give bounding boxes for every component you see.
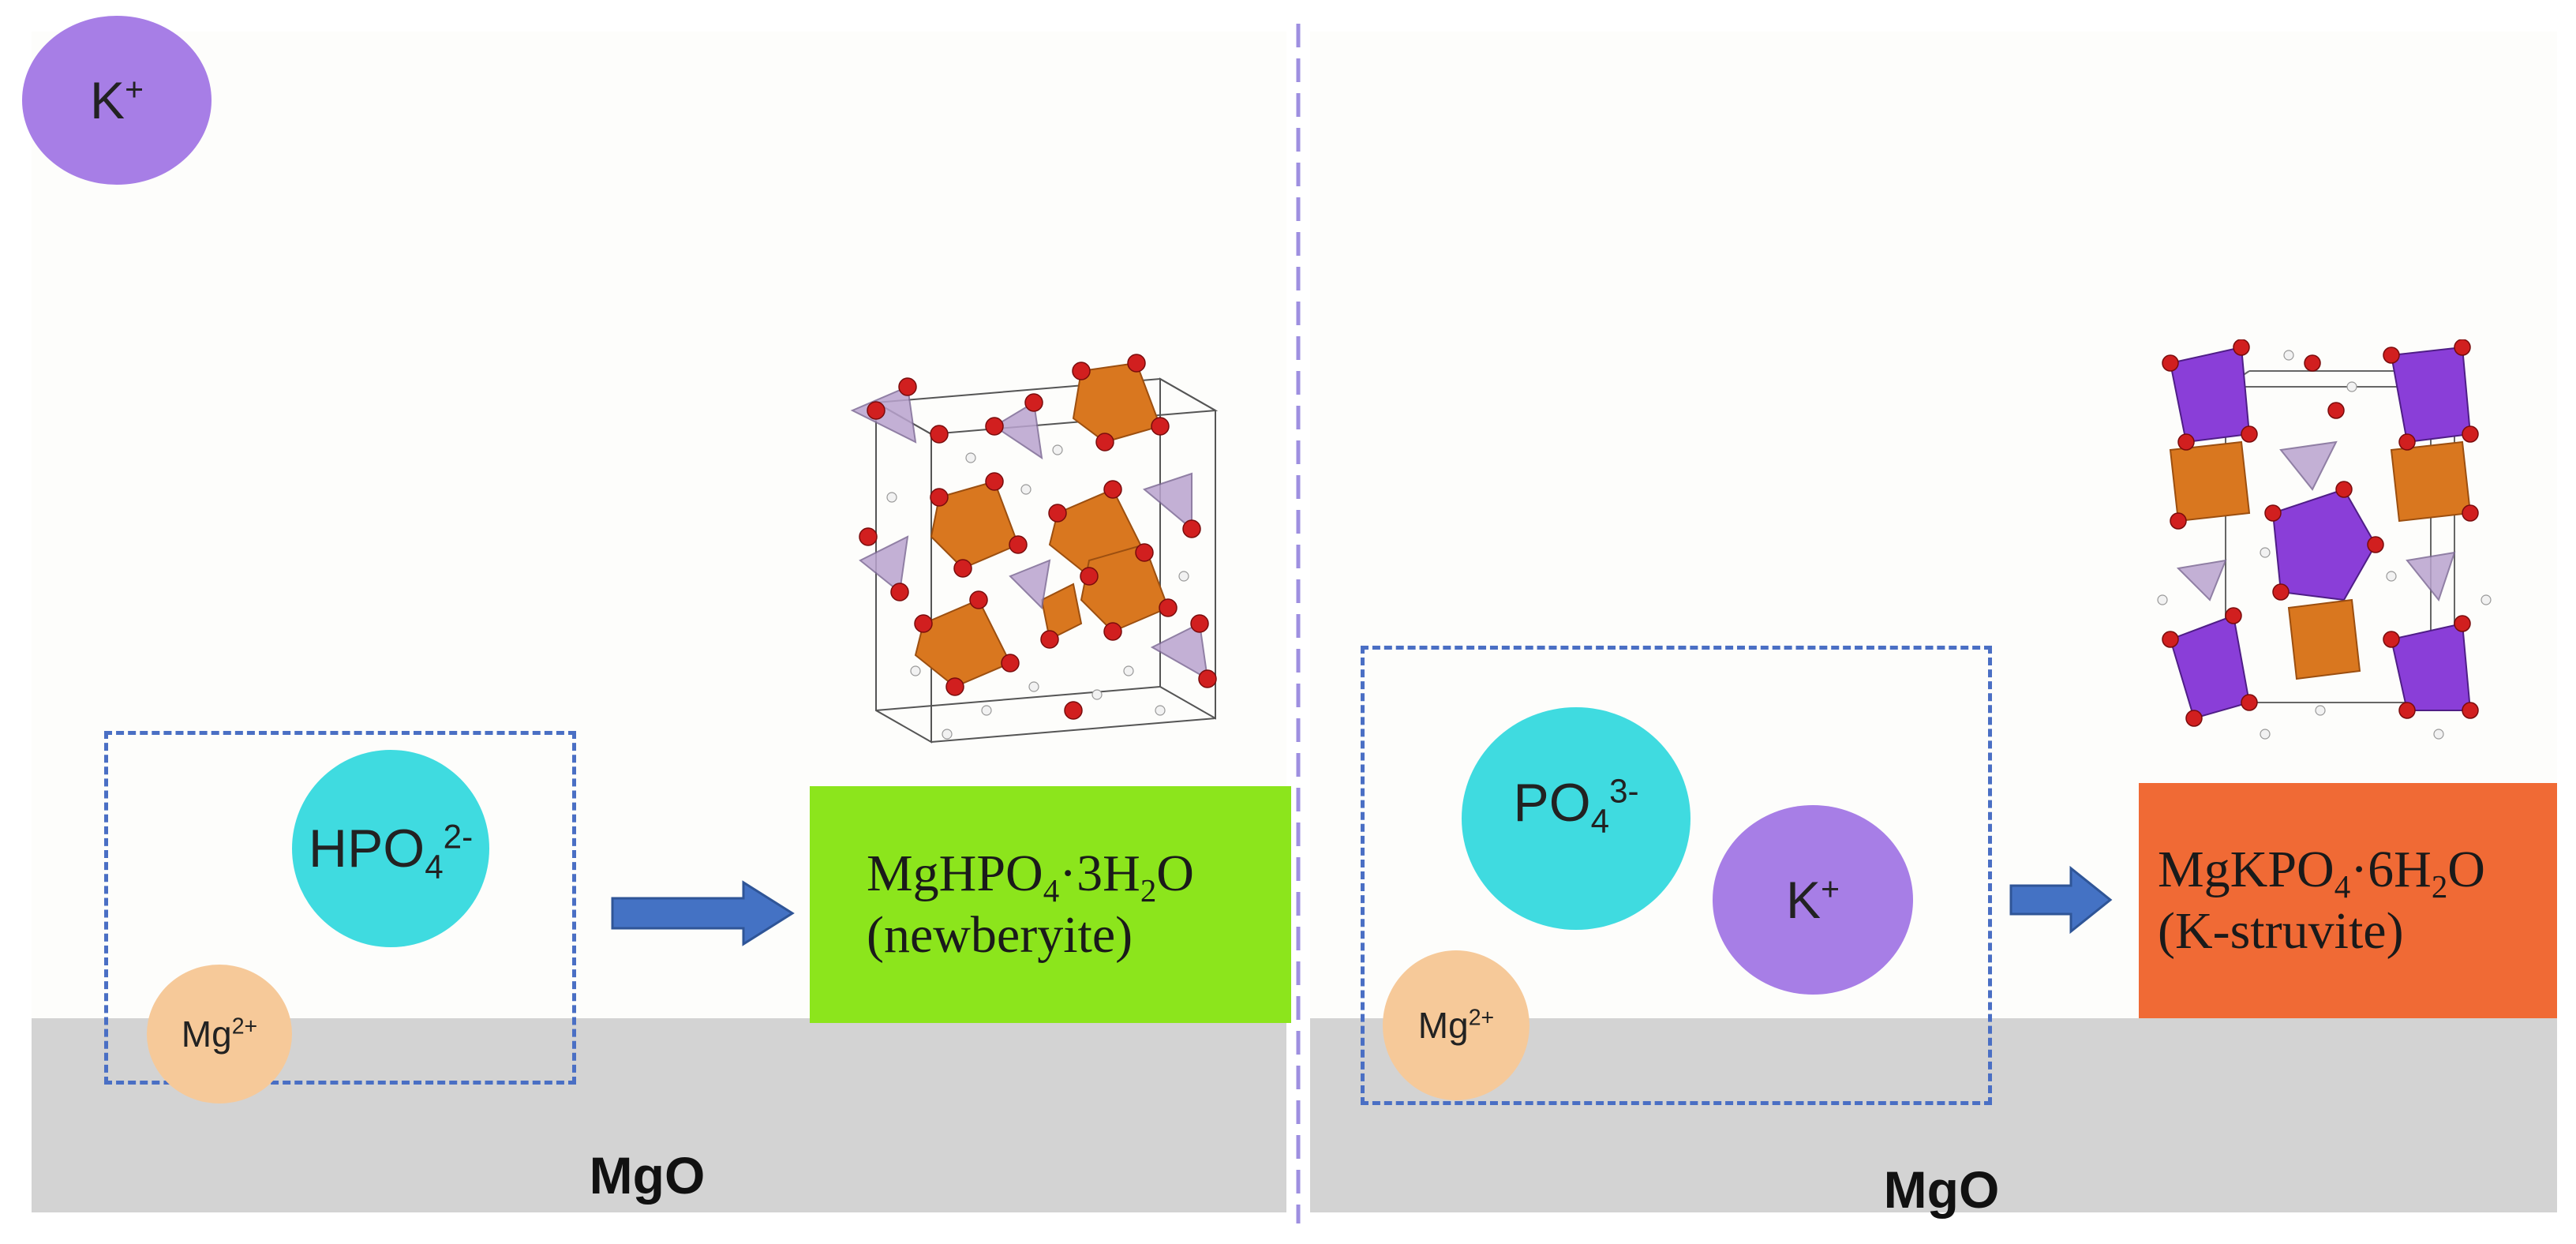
reaction-zone-box-right (1361, 646, 1992, 1105)
kstruvite-formula: MgKPO4·6H2O (2158, 841, 2485, 905)
k-ion-label-right: K+ (1786, 871, 1840, 929)
mgo-label-right: MgO (1883, 1160, 2000, 1219)
po4-ion-circle: PO43- (1462, 707, 1690, 930)
mg-ion-label: Mg2+ (181, 1014, 258, 1055)
mgo-label-left: MgO (589, 1146, 706, 1205)
reaction-arrow-left (609, 878, 799, 949)
newberyite-name: (newberyite) (867, 906, 1133, 964)
reaction-zone-box-left (104, 731, 576, 1085)
hpo4-ion-label: HPO42- (308, 818, 474, 886)
hpo4-ion-circle: HPO42- (292, 750, 489, 947)
k-ion-label: K+ (90, 71, 144, 129)
newberyite-product-box: MgHPO4·3H2O (newberyite) (810, 786, 1291, 1023)
panel-divider (1296, 24, 1301, 1223)
kstruvite-name: (K-struvite) (2158, 902, 2404, 960)
reaction-arrow-right (2008, 864, 2115, 936)
mg-ion-circle-right: Mg2+ (1383, 950, 1530, 1100)
kstruvite-product-box: MgKPO4·6H2O (K-struvite) (2139, 783, 2557, 1018)
mg-ion-circle-left: Mg2+ (147, 965, 292, 1103)
newberyite-formula: MgHPO4·3H2O (867, 845, 1194, 909)
mg-ion-label-right: Mg2+ (1417, 1005, 1495, 1046)
po4-ion-label: PO43- (1513, 772, 1639, 840)
k-ion-circle-right: K+ (1713, 805, 1913, 995)
k-ion-circle: K+ (22, 16, 212, 185)
kstruvite-crystal-icon (2157, 339, 2492, 740)
newberyite-crystal-icon (850, 354, 1219, 744)
